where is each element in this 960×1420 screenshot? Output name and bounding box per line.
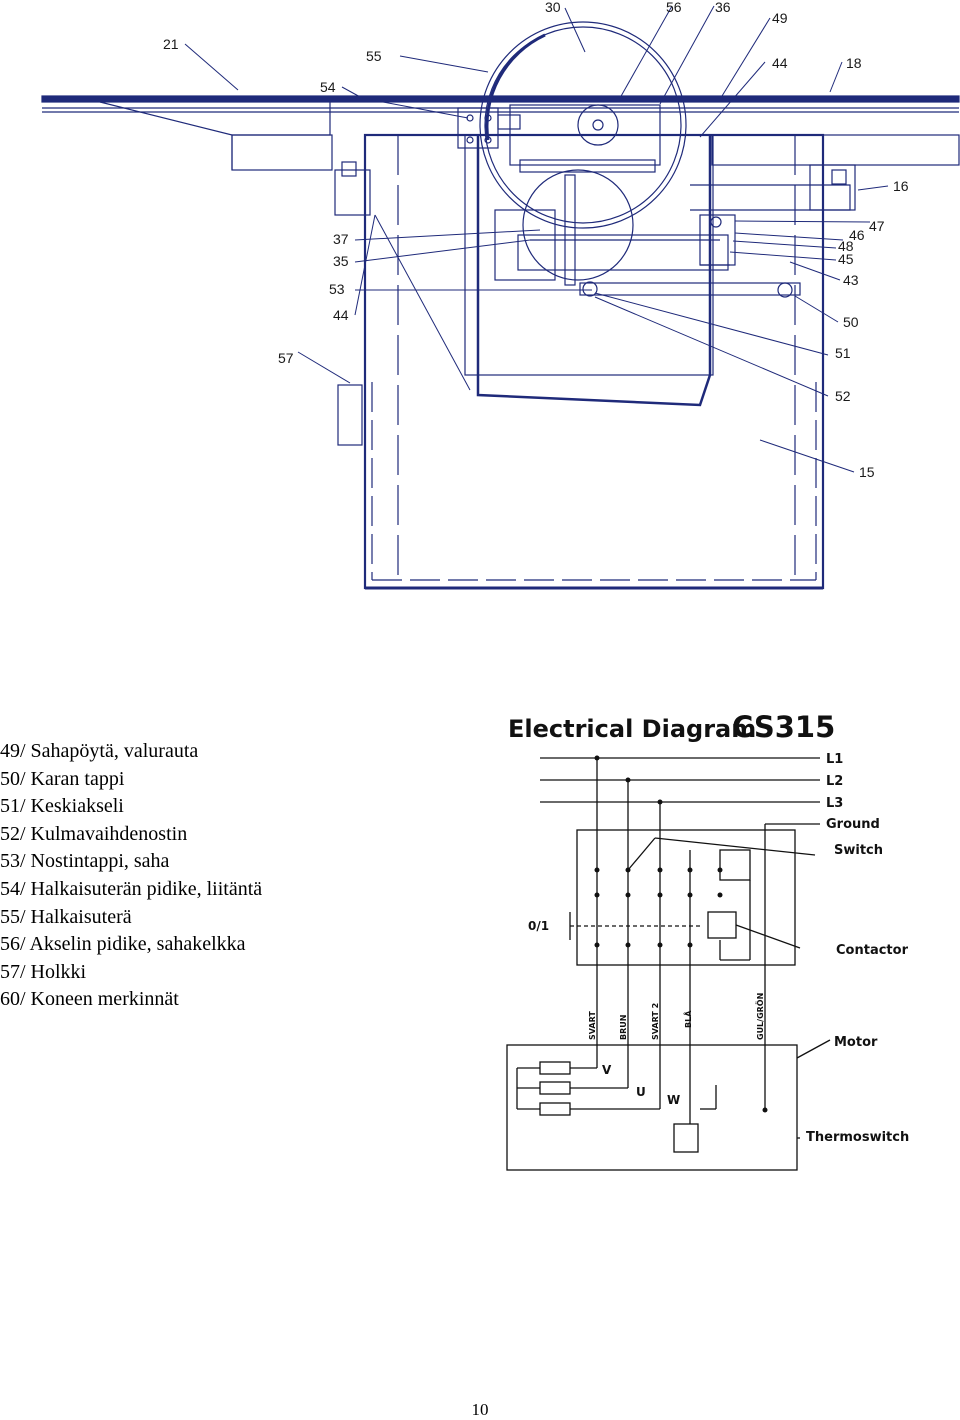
callout-52: 52 (835, 388, 851, 404)
legend-item: 57/ Holkki (0, 960, 87, 983)
label-l2: L2 (826, 774, 843, 789)
wire-label-svart2: SVART 2 (651, 1003, 660, 1040)
label-motor: Motor (834, 1035, 878, 1050)
callout-15: 15 (859, 464, 875, 480)
terminal-u: U (636, 1085, 646, 1099)
callout-37: 37 (333, 231, 349, 247)
legend-item: 52/ Kulmavaihdenostin (0, 822, 188, 845)
legend-item: 56/ Akselin pidike, sahakelkka (0, 933, 246, 956)
callout-57: 57 (278, 350, 294, 366)
legend-item: 60/ Koneen merkinnät (0, 988, 179, 1011)
callout-48: 48 (838, 238, 854, 254)
callout-46: 46 (849, 227, 865, 243)
callout-36: 36 (715, 0, 731, 15)
legend-item: 51/ Keskiakseli (0, 795, 124, 818)
wire-label-bla: BLÅ (683, 1010, 693, 1028)
callout-30: 30 (545, 0, 561, 15)
electrical-title: Electrical Diagram (508, 715, 756, 743)
saw-table (41, 95, 960, 103)
legend-item: 50/ Karan tappi (0, 767, 125, 790)
callout-54: 54 (320, 79, 336, 95)
terminal-w: W (667, 1093, 680, 1107)
wire-label-svart: SVART (588, 1011, 597, 1040)
label-l3: L3 (826, 796, 843, 811)
label-onoff: 0/1 (528, 919, 549, 933)
legend-item: 54/ Halkaisuterän pidike, liitäntä (0, 877, 263, 900)
callout-18: 18 (846, 55, 862, 71)
saw-assembly-drawing: 21 55 54 30 56 36 49 44 18 16 47 46 48 4… (41, 0, 960, 590)
callout-35: 35 (333, 253, 349, 269)
callout-49: 49 (772, 10, 788, 26)
parts-legend: 49/ Sahapöytä, valurauta 50/ Karan tappi… (0, 738, 262, 1014)
callout-21: 21 (163, 36, 179, 52)
callout-43: 43 (843, 272, 859, 288)
callout-56: 56 (666, 0, 682, 15)
callout-50: 50 (843, 314, 859, 330)
callout-44-left: 44 (333, 307, 349, 323)
label-ground: Ground (826, 817, 880, 832)
legend-item: 55/ Halkaisuterä (0, 905, 132, 928)
callout-16: 16 (893, 178, 909, 194)
saw-blade (479, 21, 687, 229)
wire-label-gulgron: GUL/GRÖN (755, 993, 765, 1040)
callout-55: 55 (366, 48, 382, 64)
terminal-v: V (602, 1063, 612, 1077)
legend-item: 49/ Sahapöytä, valurauta (0, 740, 199, 762)
page-number: 10 (471, 1400, 489, 1419)
label-l1: L1 (826, 752, 843, 767)
callout-53: 53 (329, 281, 345, 297)
callout-51: 51 (835, 345, 851, 361)
wire-label-brun: BRUN (619, 1015, 628, 1040)
label-thermoswitch: Thermoswitch (806, 1130, 909, 1145)
callout-44-top: 44 (772, 55, 788, 71)
label-contactor: Contactor (836, 943, 909, 958)
callout-47: 47 (869, 218, 885, 234)
legend-item: 53/ Nostintappi, saha (0, 850, 170, 873)
electrical-model: CS315 (732, 710, 835, 744)
label-switch: Switch (834, 843, 883, 858)
callout-45: 45 (838, 251, 854, 267)
